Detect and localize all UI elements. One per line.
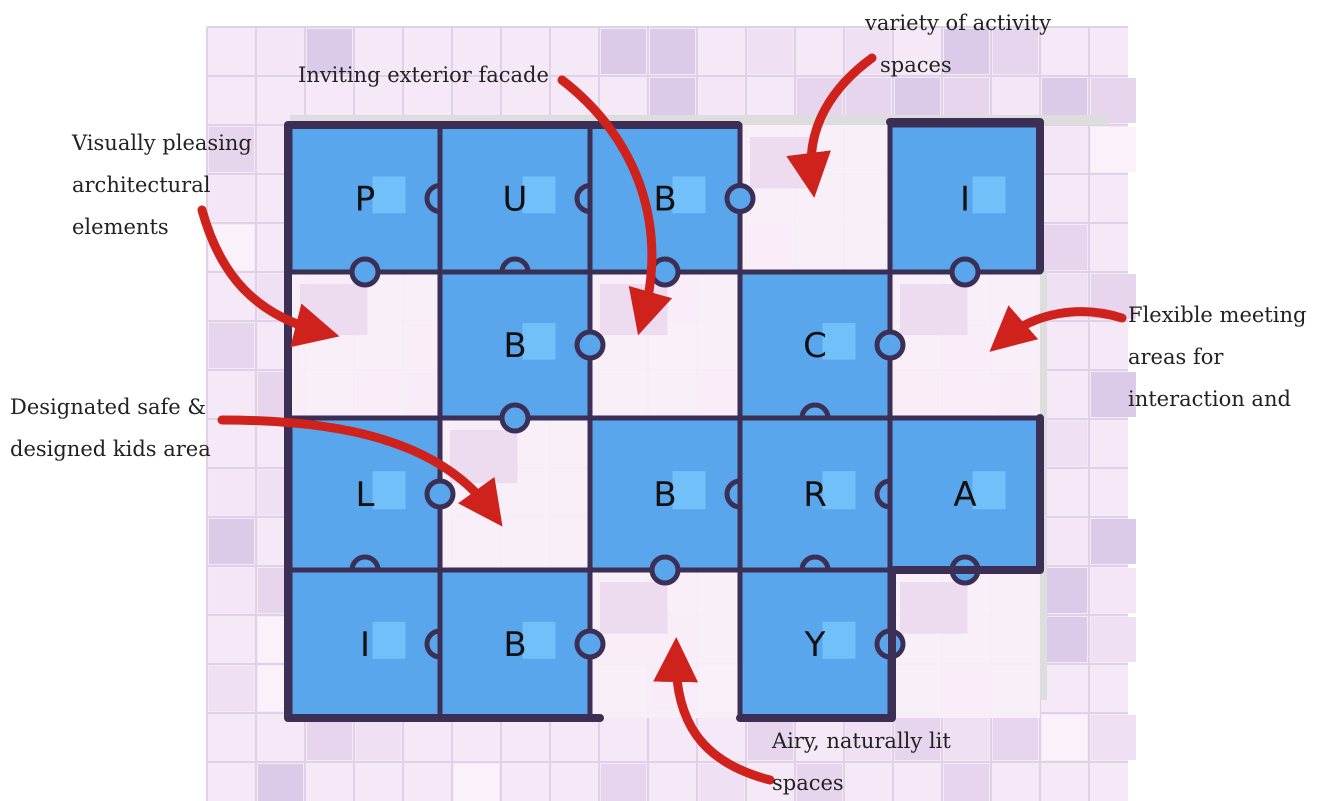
puzzle-piece-highlight xyxy=(673,471,706,509)
puzzle-piece-highlight xyxy=(973,176,1006,213)
map-tile xyxy=(748,29,793,74)
puzzle-piece-highlight xyxy=(523,622,556,659)
map-tile xyxy=(944,764,989,801)
puzzle-letter: C xyxy=(803,326,827,366)
puzzle-tab xyxy=(427,481,453,507)
puzzle-letter: B xyxy=(653,475,676,515)
puzzle-letter: I xyxy=(960,180,970,220)
puzzle-tab xyxy=(877,332,903,358)
map-tile xyxy=(209,470,254,515)
puzzle-letter: B xyxy=(503,625,526,665)
puzzle-piece-highlight xyxy=(823,323,856,360)
map-tile xyxy=(1091,715,1136,760)
puzzle-tab xyxy=(352,259,378,285)
puzzle-tab xyxy=(502,405,528,431)
map-tile xyxy=(258,764,303,801)
puzzle-letter: Y xyxy=(804,625,826,665)
map-tile xyxy=(1042,568,1087,613)
map-tile xyxy=(1042,519,1087,564)
empty-slot-patch xyxy=(900,582,968,634)
map-tile xyxy=(601,29,646,74)
puzzle-letter: U xyxy=(503,180,528,220)
annotation-variety-line-1: variety of activity xyxy=(864,11,1051,35)
map-tile xyxy=(1091,519,1136,564)
puzzle-tab xyxy=(952,259,978,285)
puzzle-letter: B xyxy=(503,326,526,366)
puzzle-piece-highlight xyxy=(523,323,556,360)
map-tile xyxy=(993,29,1038,74)
annotation-flexible-line-2: areas for xyxy=(1128,345,1224,369)
puzzle-tab xyxy=(652,557,678,583)
map-tile xyxy=(1042,617,1087,662)
annotation-kids-line-2: designed kids area xyxy=(10,437,211,461)
map-tile xyxy=(1091,127,1136,172)
puzzle-piece-highlight xyxy=(673,176,706,213)
annotation-airy-line-1: Airy, naturally lit xyxy=(771,729,951,753)
puzzle-letter: A xyxy=(953,475,976,515)
map-tile xyxy=(1042,715,1087,760)
annotation-facade: Inviting exterior facade xyxy=(298,63,549,87)
annotation-flexible-line-1: Flexible meeting xyxy=(1128,303,1306,327)
puzzle-piece xyxy=(290,570,453,718)
puzzle-piece-highlight xyxy=(373,176,406,213)
map-tile xyxy=(1042,421,1087,466)
puzzle-piece-highlight xyxy=(973,471,1006,509)
annotation-kids-line-1: Designated safe & xyxy=(10,395,206,419)
map-tile xyxy=(209,176,254,221)
map-tile xyxy=(1091,568,1136,613)
puzzle-tab xyxy=(577,332,603,358)
empty-slot-patch xyxy=(600,582,668,634)
annotation-facade-line-1: Inviting exterior facade xyxy=(298,63,549,87)
annotation-visual-line-3: elements xyxy=(72,215,169,239)
annotation-variety-line-2: spaces xyxy=(880,53,952,77)
map-tile xyxy=(209,568,254,613)
map-tile xyxy=(1042,127,1087,172)
puzzle-letter: I xyxy=(360,625,370,665)
annotation-flexible-line-3: interaction and xyxy=(1128,387,1291,411)
puzzle-tab xyxy=(727,186,753,212)
puzzle-letter: P xyxy=(355,180,376,220)
annotation-kids: Designated safe & designed kids area xyxy=(10,395,211,461)
puzzle-letter: L xyxy=(356,475,375,515)
annotation-visual-line-2: architectural xyxy=(72,173,211,197)
puzzle-piece-highlight xyxy=(823,471,856,509)
puzzle-letter: B xyxy=(653,180,676,220)
annotation-airy-line-2: spaces xyxy=(772,771,844,795)
map-tile xyxy=(209,519,254,564)
map-tile xyxy=(209,666,254,711)
puzzle-letter: R xyxy=(803,475,827,515)
map-tile xyxy=(454,764,499,801)
puzzle-piece-highlight xyxy=(823,622,856,659)
map-tile xyxy=(209,323,254,368)
map-tile xyxy=(1091,617,1136,662)
annotation-flexible: Flexible meeting areas for interaction a… xyxy=(1128,303,1306,411)
puzzle-piece-highlight xyxy=(373,471,406,509)
map-tile xyxy=(1042,225,1087,270)
map-tile xyxy=(993,715,1038,760)
map-tile xyxy=(258,29,303,74)
puzzle-piece-highlight xyxy=(373,622,406,659)
puzzle-tab xyxy=(577,631,603,657)
map-tile xyxy=(601,764,646,801)
annotation-visual-line-1: Visually pleasing xyxy=(71,131,252,155)
map-tile xyxy=(650,29,695,74)
empty-slot-patch xyxy=(900,284,968,335)
empty-slot-patch xyxy=(600,284,668,335)
